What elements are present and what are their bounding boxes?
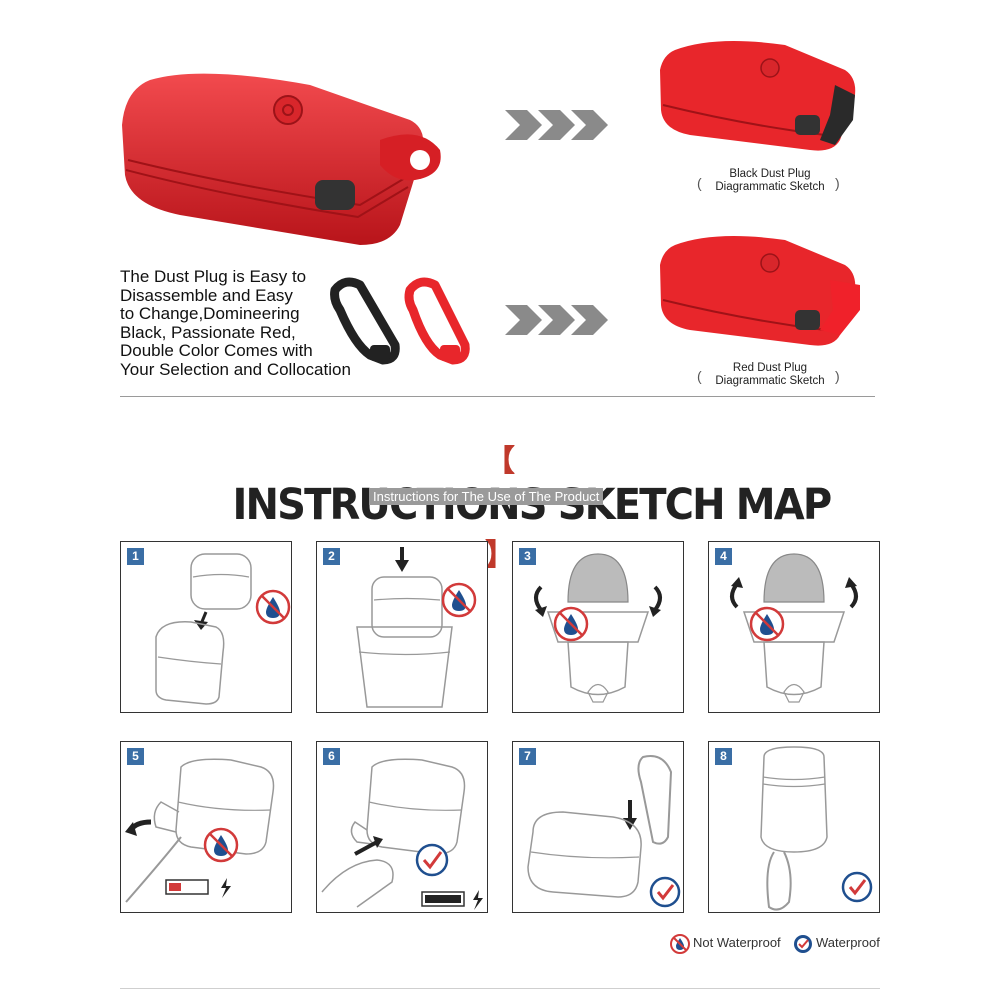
red-caption-line2: Diagrammatic Sketch bbox=[715, 375, 825, 387]
instructions-heading: 【INSTRUCTIONS SKETCH MAP】 bbox=[210, 436, 832, 574]
section-divider bbox=[120, 396, 875, 397]
step-number: 3 bbox=[519, 548, 536, 565]
arrows-icon bbox=[505, 110, 608, 140]
step-panel-1: 1 bbox=[120, 541, 292, 713]
dust-plug-description: The Dust Plug is Easy to Disassemble and… bbox=[120, 267, 380, 379]
battery-low-icon bbox=[165, 879, 209, 895]
bracket-right: 】 bbox=[485, 538, 515, 573]
close-plug-illustration bbox=[321, 758, 483, 910]
step-panel-4: 4 bbox=[708, 541, 880, 713]
step-panel-7: 7 bbox=[512, 741, 684, 913]
waterproof-icon bbox=[841, 871, 873, 903]
black-dust-plug-case-image bbox=[660, 41, 856, 151]
subtitle: Instructions for The Use of The Product bbox=[369, 488, 604, 505]
step-number: 1 bbox=[127, 548, 144, 565]
step-number: 5 bbox=[127, 748, 144, 765]
waterproof-icon bbox=[649, 876, 681, 908]
step-panel-3: 3 bbox=[512, 541, 684, 713]
not-waterproof-icon bbox=[670, 934, 690, 954]
main-red-case-image bbox=[122, 73, 441, 245]
black-caption-line1: Black Dust Plug bbox=[729, 168, 811, 180]
paren-close: ) bbox=[835, 368, 840, 384]
description-line: Double Color Comes with bbox=[120, 341, 313, 360]
paren-open: ( bbox=[697, 368, 702, 384]
press-lid-illustration bbox=[356, 547, 477, 708]
arrows-icon bbox=[505, 305, 608, 335]
step-number: 6 bbox=[323, 748, 340, 765]
attach-carabiner-illustration bbox=[527, 755, 681, 908]
description-line: Your Selection and Collocation bbox=[120, 359, 351, 379]
red-caption-line1: Red Dust Plug bbox=[732, 362, 808, 374]
unfold-seal-illustration bbox=[730, 553, 858, 703]
description-line: to Change,Domineering bbox=[120, 304, 300, 323]
black-caption-line2: Diagrammatic Sketch bbox=[715, 181, 825, 193]
step-number: 2 bbox=[323, 548, 340, 565]
legend-not-waterproof: Not Waterproof bbox=[693, 935, 781, 950]
paren-close: ) bbox=[835, 175, 840, 191]
step-panel-8: 8 bbox=[708, 741, 880, 913]
description-line: Black, Passionate Red, bbox=[120, 322, 296, 342]
fold-seal-illustration bbox=[534, 553, 662, 703]
bottom-divider bbox=[120, 988, 880, 989]
description-line: Disassemble and Easy bbox=[120, 285, 293, 305]
bracket-left: 【 bbox=[485, 444, 515, 479]
step-panel-6: 6 bbox=[316, 741, 488, 913]
finished-case-illustration bbox=[760, 746, 873, 911]
step-panel-2: 2 bbox=[316, 541, 488, 713]
waterproof-icon bbox=[415, 843, 449, 877]
paren-open: ( bbox=[697, 175, 702, 191]
install-lid-illustration bbox=[155, 553, 291, 705]
step-number: 7 bbox=[519, 748, 536, 765]
description-line: The Dust Plug is Easy to bbox=[120, 267, 307, 286]
step-panel-5: 5 bbox=[120, 741, 292, 913]
step-number: 4 bbox=[715, 548, 732, 565]
dust-plugs-image bbox=[330, 277, 470, 365]
legend-waterproof: Waterproof bbox=[816, 935, 880, 950]
red-dust-plug-case-image bbox=[660, 236, 860, 346]
step-number: 8 bbox=[715, 748, 732, 765]
battery-full-icon bbox=[421, 891, 465, 907]
charging-open-plug-illustration bbox=[125, 758, 275, 903]
waterproof-icon bbox=[794, 935, 812, 953]
